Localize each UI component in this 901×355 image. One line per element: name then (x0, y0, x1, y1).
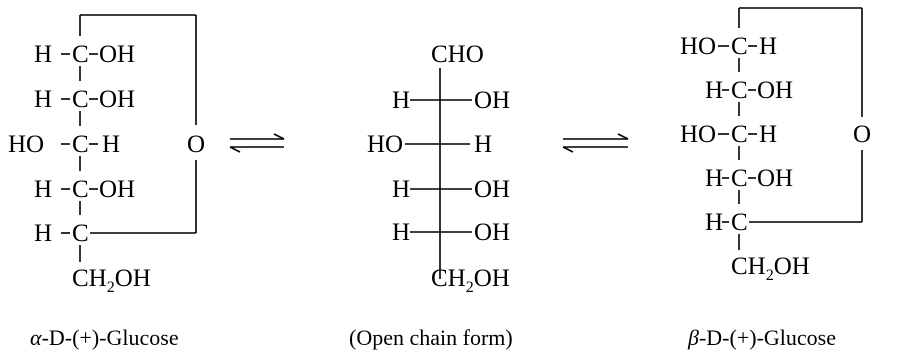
alpha-row5-left: H (34, 220, 52, 247)
alpha-row4-carbon: C (72, 176, 89, 203)
open-cho: CHO (431, 41, 484, 68)
open-row4-right: OH (474, 219, 510, 246)
alpha-ch2oh: CH2OH (72, 265, 151, 296)
open-row2-right: H (474, 131, 492, 158)
beta-row1-right: H (759, 33, 777, 60)
beta-ring-oxygen: O (853, 121, 871, 148)
alpha-row2-left: H (34, 86, 52, 113)
alpha-row2-right: OH (99, 86, 135, 113)
beta-row2-right: OH (757, 77, 793, 104)
beta-row3-right: H (759, 121, 777, 148)
beta-glucose-structure: HO C H H C OH HO C H H C OH H C (680, 7, 871, 284)
open-row3-right: OH (474, 176, 510, 203)
beta-row1-carbon: C (731, 33, 748, 60)
alpha-glucose-structure: H C OH H C OH HO C H H C OH H C (8, 14, 205, 296)
beta-row2-left: H (705, 77, 723, 104)
alpha-row5-carbon: C (72, 220, 89, 247)
alpha-row3-left: HO (8, 131, 44, 158)
alpha-row1-right: OH (99, 41, 135, 68)
eq1-forward-barb (273, 133, 285, 140)
alpha-row3-right: H (102, 131, 120, 158)
alpha-row4-right: OH (99, 176, 135, 203)
beta-row3-carbon: C (731, 121, 748, 148)
open-ch2oh: CH2OH (431, 265, 510, 296)
open-chain-structure: CHO H OH HO H H OH H OH CH2OH (367, 41, 510, 296)
beta-ch2oh: CH2OH (731, 253, 810, 284)
open-row4-left: H (392, 219, 410, 246)
beta-row5-left: H (705, 209, 723, 236)
beta-row1-left: HO (680, 33, 716, 60)
alpha-caption: α-D-(+)-Glucose (30, 325, 179, 350)
beta-row5-carbon: C (731, 209, 748, 236)
alpha-row2-carbon: C (72, 86, 89, 113)
equilibrium-arrow-left (229, 133, 285, 153)
alpha-row1-carbon: C (72, 41, 89, 68)
open-row1-left: H (392, 87, 410, 114)
beta-row2-carbon: C (731, 77, 748, 104)
beta-row4-right: OH (757, 165, 793, 192)
open-chain-caption: (Open chain form) (349, 325, 513, 350)
open-row3-left: H (392, 176, 410, 203)
beta-row4-left: H (705, 165, 723, 192)
alpha-row4-left: H (34, 176, 52, 203)
beta-caption: β-D-(+)-Glucose (687, 325, 836, 350)
alpha-row3-carbon: C (72, 131, 89, 158)
equilibrium-arrow-right (562, 133, 629, 153)
eq2-reverse-barb (562, 146, 574, 153)
eq1-reverse-barb (229, 146, 241, 153)
alpha-ring-oxygen: O (187, 131, 205, 158)
alpha-row1-left: H (34, 41, 52, 68)
beta-row4-carbon: C (731, 165, 748, 192)
eq2-forward-barb (617, 133, 629, 140)
open-row1-right: OH (474, 87, 510, 114)
open-row2-left: HO (367, 131, 403, 158)
beta-row3-left: HO (680, 121, 716, 148)
